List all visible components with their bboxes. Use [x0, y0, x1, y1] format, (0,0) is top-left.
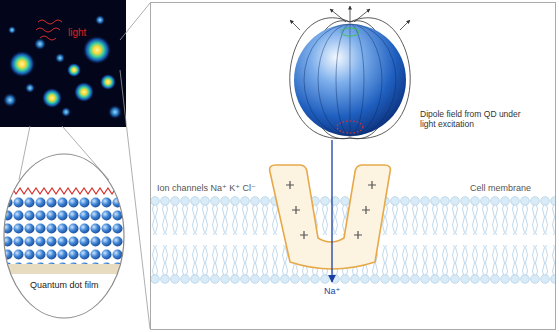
ion-label: Na⁺ [322, 286, 342, 296]
ion-channel [270, 165, 391, 269]
quantum-dot-film [0, 150, 130, 320]
fluorescence-image [0, 0, 126, 127]
inset-caption: Quantum dot film [30, 280, 99, 290]
membrane-label: Cell membrane [470, 183, 531, 193]
inset-circle: Quantum dot film [3, 153, 125, 319]
dipole-field [290, 6, 410, 139]
channel-label: Ion channels Na⁺ K⁺ Cl⁻ [157, 183, 256, 193]
panel-frame [151, 3, 556, 330]
light-label: light [68, 27, 86, 39]
field-label: Dipole field from QD under light excitat… [420, 110, 525, 130]
inset-outline [3, 153, 125, 319]
quantum-dot-sphere [294, 24, 406, 136]
ion-flow-arrow [331, 140, 332, 282]
